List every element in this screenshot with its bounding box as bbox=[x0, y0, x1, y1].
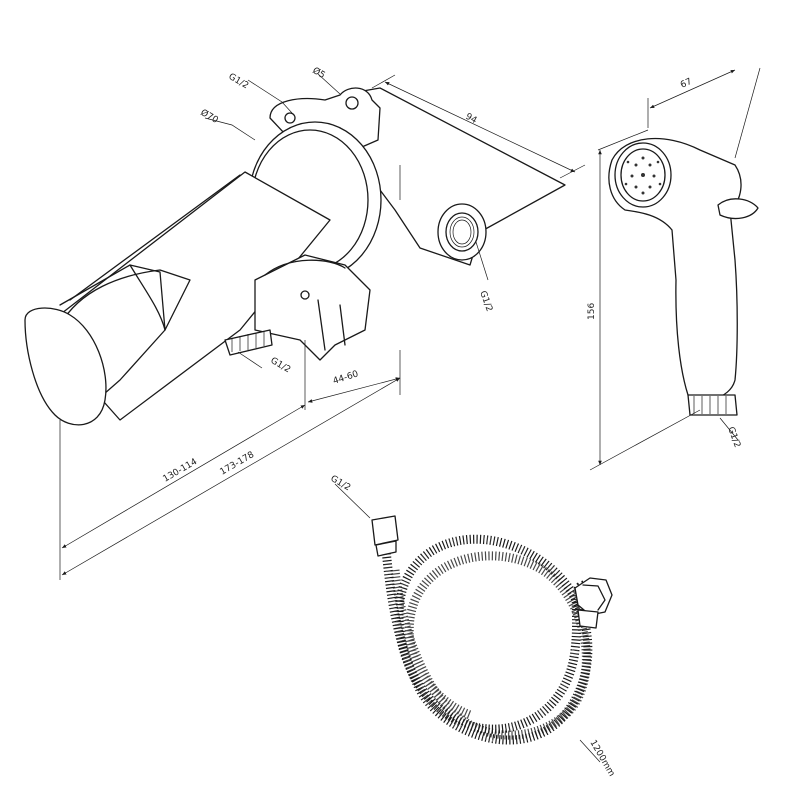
hose-nut-fitting bbox=[574, 577, 613, 629]
flexible-hose bbox=[334, 483, 613, 763]
label-holder-range: 44-60 bbox=[332, 369, 360, 387]
label-shower-thread: G1/2 bbox=[725, 426, 742, 450]
mixer-body bbox=[24, 87, 566, 426]
side-outlet-port bbox=[437, 203, 487, 261]
label-depth: 94 bbox=[464, 112, 479, 126]
shower-holder bbox=[224, 254, 371, 361]
label-body-length-long: 173-178 bbox=[219, 450, 257, 478]
label-side-outlet: G1/2 bbox=[477, 290, 494, 314]
label-hose-thread: G1/2 bbox=[329, 474, 353, 493]
hose-top-fitting bbox=[371, 515, 399, 557]
mixer-dimensions bbox=[59, 73, 586, 580]
label-pin-diameter: Ø5 bbox=[311, 65, 328, 81]
shower-dimensions bbox=[589, 67, 761, 471]
label-mixer-inlet-top: G1/2 bbox=[227, 72, 251, 91]
label-flange-diameter: Ø70 bbox=[199, 107, 221, 126]
label-shower-height: 156 bbox=[587, 303, 597, 320]
label-holder-outlet: G1/2 bbox=[269, 356, 293, 375]
label-shower-width: 67 bbox=[679, 77, 694, 91]
hand-shower bbox=[608, 137, 759, 416]
shower-nozzles bbox=[624, 156, 662, 195]
label-hose-length: 1200mm bbox=[587, 739, 616, 779]
